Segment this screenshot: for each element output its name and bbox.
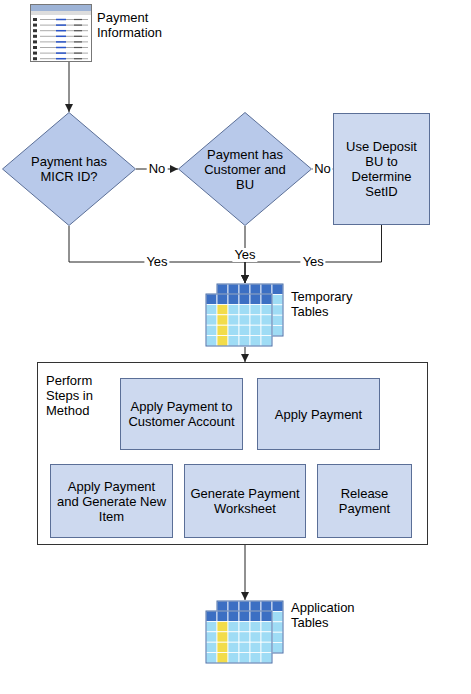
table-icon: Temporary Tables	[205, 283, 285, 347]
arrow-head	[170, 165, 178, 173]
table-icon: Application Tables	[205, 600, 285, 664]
connector-line	[245, 347, 246, 362]
flow-connector	[241, 545, 249, 600]
node-label: Apply Payment	[263, 407, 375, 422]
arrow-head	[241, 354, 249, 362]
method-container: Perform Steps in MethodApply Payment to …	[37, 362, 428, 545]
node-label: Payment has MICR ID?	[27, 154, 111, 184]
edge-label: Yes	[301, 255, 326, 269]
icon-label: Payment Information	[97, 10, 177, 40]
process-box: Apply Payment to Customer Account	[120, 378, 243, 450]
edge-label: No	[147, 162, 168, 176]
edge-label: No	[312, 162, 333, 176]
arrow-head	[65, 104, 73, 112]
decision-diamond: Payment has Customer and BU	[178, 112, 312, 226]
table-illustration	[205, 600, 285, 664]
edge-label: Yes	[144, 255, 169, 269]
arrow-head	[241, 275, 249, 283]
table-illustration	[205, 283, 285, 347]
edge-label: Yes	[232, 248, 257, 262]
group-heading: Perform Steps in Method	[46, 373, 106, 418]
flow-connector	[241, 347, 249, 362]
arrow-head	[241, 275, 249, 283]
process-box: Apply Payment	[257, 378, 380, 450]
node-label: Use Deposit BU to Determine SetID	[339, 139, 425, 199]
flow-connector	[65, 62, 73, 112]
flow-connector	[69, 226, 249, 283]
arrow-head	[241, 275, 249, 283]
connector-line	[69, 226, 245, 283]
arrow-head	[241, 592, 249, 600]
connector-line	[69, 62, 70, 112]
node-label: Payment has Customer and BU	[203, 147, 287, 192]
process-box: Apply Payment and Generate New Item	[50, 464, 173, 538]
screen-illustration	[30, 4, 92, 62]
icon-label: Temporary Tables	[291, 289, 371, 319]
process-box: Use Deposit BU to Determine SetID	[333, 113, 430, 225]
screen-icon: Payment Information	[30, 4, 92, 62]
node-label: Apply Payment and Generate New Item	[56, 479, 168, 524]
icon-label: Application Tables	[291, 600, 371, 630]
connector-line	[245, 545, 246, 600]
process-box: Generate Payment Worksheet	[184, 464, 306, 538]
process-box: Release Payment	[317, 464, 412, 538]
connector-line	[245, 225, 382, 283]
node-label: Release Payment	[322, 486, 408, 516]
node-label: Apply Payment to Customer Account	[126, 399, 238, 429]
flow-connector	[241, 225, 382, 283]
node-label: Generate Payment Worksheet	[189, 486, 301, 516]
decision-diamond: Payment has MICR ID?	[2, 112, 136, 226]
